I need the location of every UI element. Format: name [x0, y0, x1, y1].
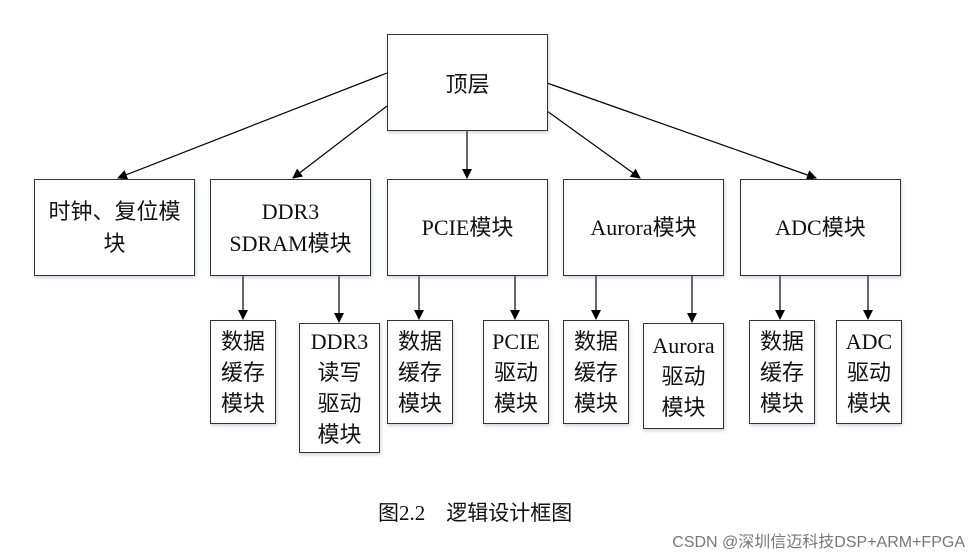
- figure-caption: 图2.2 逻辑设计框图: [378, 501, 573, 525]
- arrow-root-to-clock: [117, 72, 388, 180]
- leaf-label-line: 模块: [317, 422, 362, 447]
- module-adc: ADC模块: [740, 179, 901, 276]
- leaf-label-line: 驱动: [846, 359, 891, 385]
- leaf-label-line: 驱动: [493, 359, 538, 385]
- leaf-label-line: ADC: [845, 328, 893, 354]
- root-node-top-level: 顶层: [387, 34, 548, 131]
- module-clock-reset: 时钟、复位模块: [34, 179, 195, 276]
- leaf-label-line: 缓存: [220, 359, 265, 385]
- leaf-label-line: 模块: [493, 390, 538, 416]
- leaf-aurora-data-cache: 数据缓存模块: [563, 320, 629, 424]
- leaf-label-line: 模块: [661, 394, 706, 420]
- arrow-root-to-adc: [546, 82, 817, 180]
- module-pcie: PCIE模块: [387, 179, 548, 276]
- leaf-label-line: 缓存: [397, 359, 442, 385]
- arrow-root-to-aurora: [546, 110, 641, 179]
- leaf-label-line: 驱动: [317, 391, 362, 416]
- leaf-label-line: 读写: [317, 360, 362, 385]
- leaf-label-line: 模块: [759, 390, 804, 416]
- leaf-label-line: 缓存: [759, 359, 804, 385]
- module-label-line: ADC模块: [775, 214, 866, 240]
- leaf-label-line: 驱动: [661, 363, 706, 389]
- leaf-label-line: 数据: [397, 328, 442, 354]
- leaf-pcie-data-cache: 数据缓存模块: [387, 320, 453, 424]
- leaf-label-line: 模块: [573, 390, 618, 416]
- watermark: CSDN @深圳信迈科技DSP+ARM+FPGA: [672, 534, 965, 551]
- module-aurora: Aurora模块: [563, 179, 724, 276]
- module-label-line: SDRAM模块: [229, 230, 352, 256]
- leaf-label-line: 模块: [846, 390, 891, 416]
- module-label-line: 时钟、复位模: [48, 198, 181, 224]
- leaf-adc-driver: ADC 驱动模块: [836, 320, 902, 424]
- leaf-label-line: 数据: [759, 328, 804, 354]
- leaf-label-line: 缓存: [573, 359, 618, 385]
- leaf-adc-data-cache: 数据缓存模块: [749, 320, 815, 424]
- arrow-root-to-ddr3: [292, 105, 388, 179]
- module-label-line: 块: [103, 230, 126, 256]
- leaf-ddr3-data-cache: 数据缓存模块: [210, 320, 276, 424]
- leaf-label-line: DDR3: [310, 329, 369, 354]
- leaf-ddr3-rw-driver: DDR3 读写驱动模块: [299, 323, 380, 453]
- module-label-line: Aurora模块: [590, 214, 697, 240]
- module-label-line: DDR3: [261, 198, 320, 224]
- root-node-label: 顶层: [445, 71, 490, 97]
- leaf-label-line: 模块: [220, 390, 265, 416]
- leaf-label-line: 数据: [573, 328, 618, 354]
- leaf-aurora-driver: Aurora 驱动模块: [643, 323, 724, 429]
- leaf-label-line: 数据: [220, 328, 265, 354]
- leaf-label-line: PCIE: [492, 328, 540, 354]
- leaf-pcie-driver: PCIE 驱动模块: [483, 320, 549, 424]
- module-label-line: PCIE模块: [421, 214, 514, 240]
- leaf-label-line: Aurora: [652, 332, 715, 358]
- leaf-label-line: 模块: [397, 390, 442, 416]
